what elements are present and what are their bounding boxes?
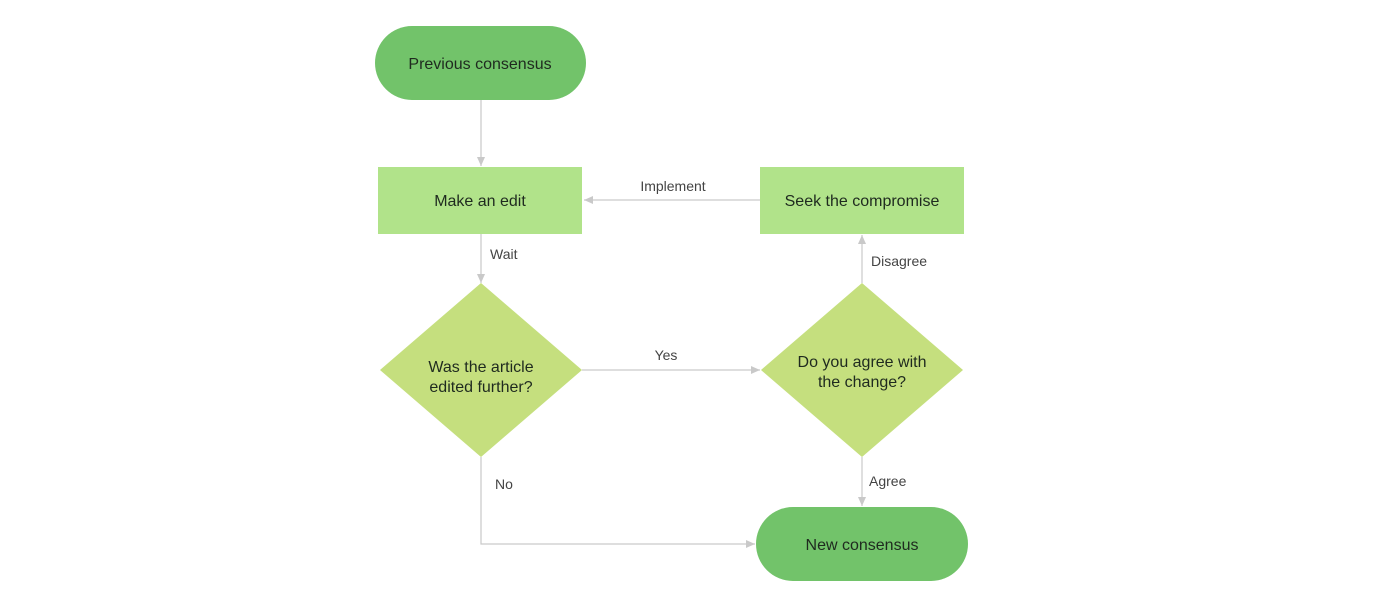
terminal-shape	[756, 507, 968, 581]
edges	[477, 100, 866, 548]
node-label-line1: Was the article	[428, 359, 533, 376]
process-shape	[378, 167, 582, 234]
decision-shape	[761, 283, 963, 457]
edge-label-disagree: Disagree	[871, 253, 927, 269]
edge-no	[480, 457, 755, 548]
terminal-shape	[375, 26, 586, 100]
edge-label-no: No	[495, 476, 513, 492]
node-new-consensus: New consensus	[756, 507, 968, 581]
node-seek-compromise: Seek the compromise	[760, 167, 964, 234]
edge-label-agree: Agree	[869, 473, 907, 489]
node-label: Seek the compromise	[785, 193, 940, 210]
node-label-line1: Do you agree with	[798, 354, 927, 371]
edge-label-yes: Yes	[655, 347, 678, 363]
node-was-article-edited: Was the article edited further?	[380, 283, 582, 457]
edge-label-implement: Implement	[640, 178, 705, 194]
node-label-line2: the change?	[818, 374, 906, 391]
node-label: Previous consensus	[408, 56, 551, 73]
node-make-an-edit: Make an edit	[378, 167, 582, 234]
node-label: Make an edit	[434, 193, 526, 210]
process-shape	[760, 167, 964, 234]
node-previous-consensus: Previous consensus	[375, 26, 586, 100]
edge-label-wait: Wait	[490, 246, 518, 262]
node-label: New consensus	[806, 537, 919, 554]
decision-shape	[380, 283, 582, 457]
node-label-line2: edited further?	[429, 379, 532, 396]
node-do-you-agree: Do you agree with the change?	[761, 283, 963, 457]
edge-labels: Wait Yes No Disagree Agree Implement	[490, 178, 927, 492]
